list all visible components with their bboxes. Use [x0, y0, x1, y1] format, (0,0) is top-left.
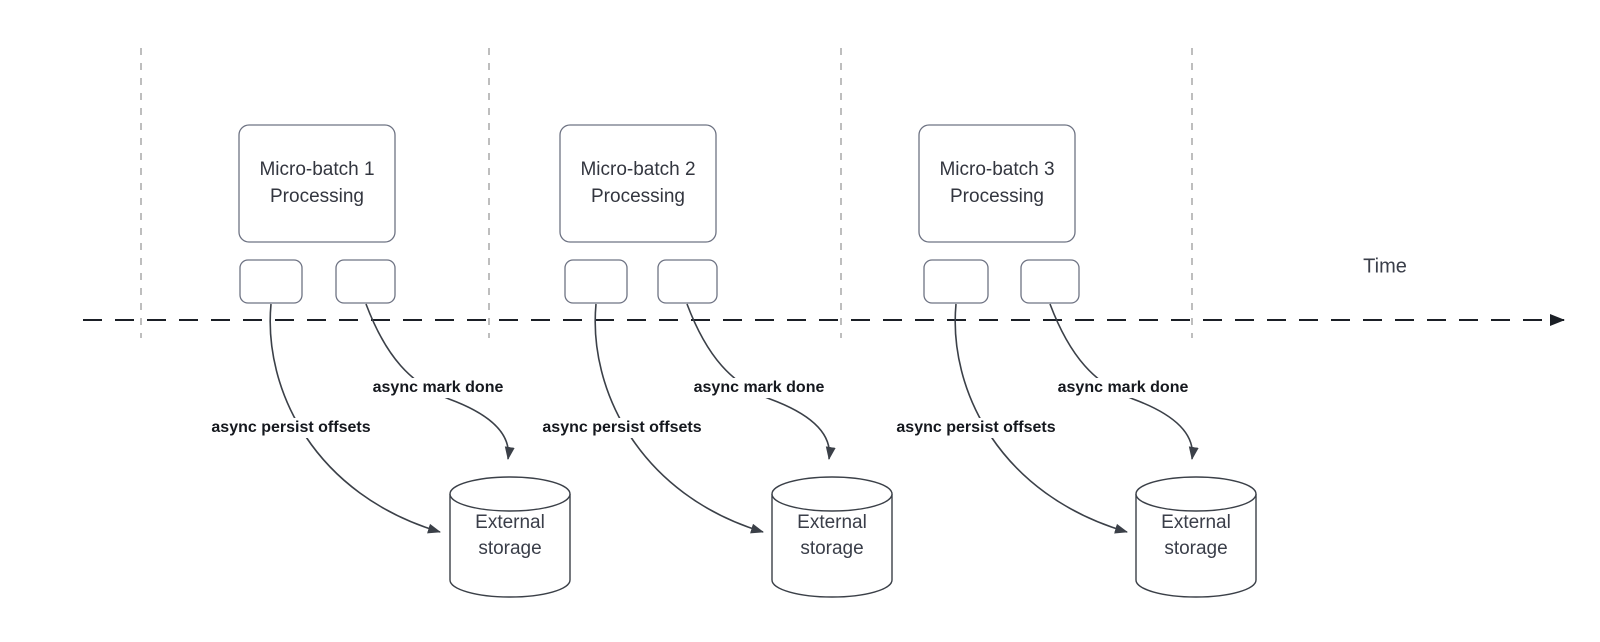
batch3-storage-label: External storage — [1161, 512, 1231, 559]
batch1-mark-done-box — [335, 259, 396, 304]
batch2-storage-label: External storage — [797, 512, 867, 559]
batch3-processing-title: Micro-batch 3 Processing — [939, 159, 1055, 207]
batch2-mark-done-arrow — [686, 303, 836, 460]
batch1-persist-offsets-label: async persist offsets — [207, 418, 375, 438]
batch3-persist-offsets-label: async persist offsets — [892, 418, 1060, 438]
batch3-processing-box — [918, 124, 1076, 243]
batch3-persist-offsets-box — [923, 259, 989, 304]
batch1-mark-done-label: async mark done — [368, 378, 508, 398]
batch2-processing-box — [559, 124, 717, 243]
batch3-mark-done-label: async mark done — [1053, 378, 1193, 398]
batch1-mark-done-arrow — [365, 303, 515, 460]
batch1-storage-label: External storage — [475, 512, 545, 559]
batch2-mark-done-box — [657, 259, 718, 304]
batch2-processing-title: Micro-batch 2 Processing — [580, 159, 696, 207]
time-axis-label: Time — [1363, 255, 1407, 278]
batch3-mark-done-box — [1020, 259, 1080, 304]
batch2-persist-offsets-label: async persist offsets — [538, 418, 706, 438]
batch1-processing-title: Micro-batch 1 Processing — [259, 159, 375, 207]
batch2-persist-offsets-box — [564, 259, 628, 304]
batch3-storage-cylinder — [1135, 476, 1257, 598]
batch2-mark-done-label: async mark done — [689, 378, 829, 398]
batch1-processing-box — [238, 124, 396, 243]
batch3-mark-done-arrow — [1049, 303, 1199, 460]
batch2-storage-cylinder — [771, 476, 893, 598]
batch1-persist-offsets-box — [239, 259, 303, 304]
batch1-storage-cylinder — [449, 476, 571, 598]
